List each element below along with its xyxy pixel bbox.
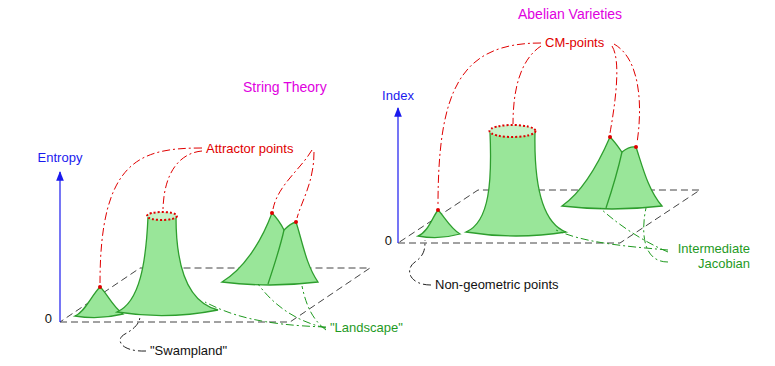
leader-line: [163, 151, 202, 209]
mountain: [75, 287, 123, 318]
panel-title: String Theory: [243, 80, 327, 95]
mountain: [606, 152, 622, 208]
mountain: [268, 230, 284, 284]
leader-line: [205, 208, 668, 330]
leader-line: [614, 44, 640, 143]
mountain: [562, 137, 662, 209]
leader-line: [556, 230, 668, 250]
axis-label: Entropy: [38, 150, 83, 165]
axis: [397, 108, 398, 243]
leader-line: [610, 46, 617, 133]
crater-rim: [490, 125, 536, 137]
callout-label: "Swampland": [150, 343, 227, 358]
base-plane: [60, 190, 700, 322]
peak-dot: [634, 145, 638, 149]
panel-title: Abelian Varieties: [518, 7, 622, 22]
callout-label: CM-points: [545, 35, 604, 50]
leader-line: [410, 240, 431, 285]
crater-rim: [147, 212, 177, 220]
peak-dot: [98, 135, 638, 289]
leader-line: [205, 302, 326, 327]
mountain: [466, 132, 566, 236]
base-plane: [60, 268, 370, 322]
axis-value: 0: [45, 311, 52, 326]
leader-line: [258, 284, 326, 328]
leader-line: [513, 46, 541, 124]
callout-label: Non-geometric points: [435, 277, 559, 292]
axis-label: Index: [382, 88, 414, 103]
axis-value: 0: [385, 233, 392, 248]
crater-rim: [147, 125, 536, 220]
mountain: [222, 213, 318, 285]
leader-line: [120, 240, 431, 351]
mountain: [117, 217, 218, 316]
axis: [60, 108, 398, 322]
peak-dot: [270, 211, 274, 215]
mountain: [75, 132, 662, 318]
mountain: [418, 210, 460, 238]
leader-line: [644, 208, 668, 262]
peak-dot: [98, 285, 102, 289]
leader-line: [120, 316, 146, 351]
leader-line: [297, 152, 314, 218]
axis: [59, 172, 60, 322]
leader-line: [438, 43, 541, 206]
peak-dot: [608, 135, 612, 139]
leader-line: [100, 43, 640, 283]
leader-line: [600, 208, 668, 252]
callout-label: "Landscape": [330, 320, 403, 335]
leader-line: [302, 286, 326, 330]
peak-dot: [436, 208, 440, 212]
callout-label: Attractor points: [206, 141, 293, 156]
callout-label: Intermediate Jacobian: [668, 241, 750, 271]
peak-dot: [294, 220, 298, 224]
leader-line: [100, 148, 202, 283]
leader-line: [273, 150, 312, 209]
